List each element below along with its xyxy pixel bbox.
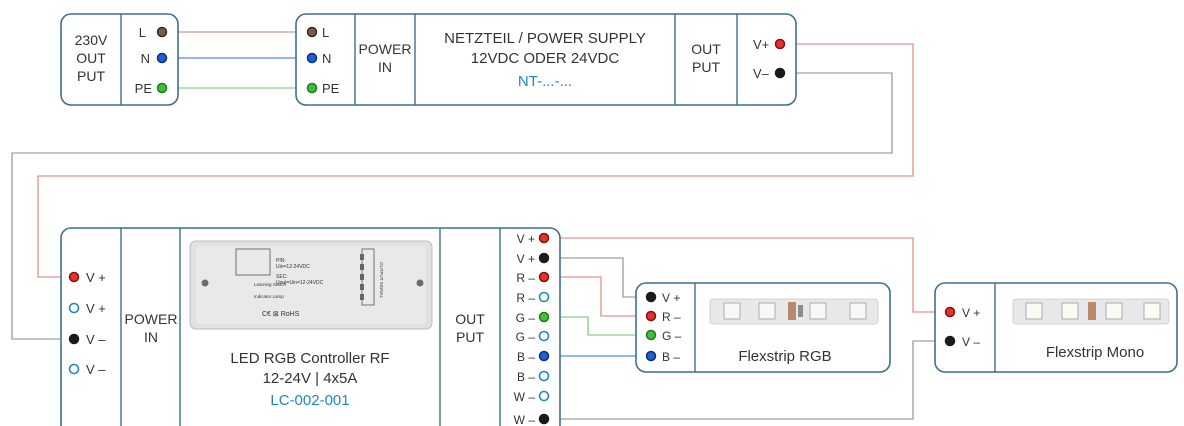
terminal-pe [156, 82, 168, 94]
ctrl-spec: 12-24V | 4x5A [263, 370, 358, 387]
psu-title: NETZTEIL / POWER SUPPLY [444, 30, 646, 47]
psu-out-label: OUT [691, 41, 721, 57]
controller-device-image: PIN: Uin=12-24VDC SEC: Uout=Uin=12-24VDC… [189, 240, 433, 330]
wire-psu-vminus [11, 72, 893, 340]
rgb-strip-label: Flexstrip RGB [738, 348, 831, 365]
terminal-in-vplus-1 [68, 271, 80, 283]
svg-text:OUTPUT SIGNAL: OUTPUT SIGNAL [379, 262, 384, 299]
svg-text:C€ ⊠ RoHS: C€ ⊠ RoHS [262, 311, 300, 318]
mono-strip-image [1012, 298, 1170, 325]
supply-230v-box: 230V OUT PUT L N PE [60, 13, 179, 106]
supply-230v-pin-pe: PE [135, 81, 153, 96]
psu-pin-n: N [322, 51, 331, 66]
ctrl-out-label: OUT [455, 311, 485, 327]
svg-text:Uin=12-24VDC: Uin=12-24VDC [276, 264, 310, 270]
mono-pin-1: V + [962, 306, 980, 320]
ctrl-in-pin-2: V + [86, 301, 106, 316]
psu-pin-pe: PE [322, 81, 340, 96]
terminal-out-vplus-1 [538, 232, 550, 244]
supply-230v-line3: PUT [77, 68, 105, 84]
ctrl-in-label: IN [144, 329, 158, 345]
svg-text:Indicator Lamp: Indicator Lamp [254, 294, 284, 299]
wire-ctrl-vplus-mono [544, 237, 950, 313]
ctrl-out-pin-4: R – [516, 291, 535, 305]
ctrl-title: LED RGB Controller RF [230, 350, 389, 367]
supply-230v-pin-l: L [139, 25, 146, 40]
wire-ctrl-g [544, 316, 651, 336]
ctrl-put-label: PUT [456, 329, 484, 345]
terminal-n [306, 52, 318, 64]
terminal-in-vminus-1 [68, 333, 80, 345]
terminal-vminus [774, 67, 786, 79]
terminal-out-r-2 [538, 291, 550, 303]
ctrl-out-pin-10: W – [514, 413, 536, 426]
mono-strip-label: Flexstrip Mono [1046, 344, 1144, 361]
svg-text:Uout=Uin=12-24VDC: Uout=Uin=12-24VDC [276, 280, 324, 286]
terminal-n [156, 52, 168, 64]
ctrl-in-pin-3: V – [86, 332, 106, 347]
psu-pin-l: L [322, 25, 329, 40]
psu-in-label: IN [378, 59, 392, 75]
wire-psu-vplus [37, 43, 914, 278]
ctrl-out-pin-6: G – [516, 330, 536, 344]
ctrl-out-pin-7: B – [517, 350, 535, 364]
ctrl-model: LC-002-001 [270, 392, 349, 409]
led-controller-box: V + V + V – V – POWER IN PIN: Uin=12-24V… [60, 227, 561, 426]
psu-pin-vplus: V+ [753, 37, 769, 52]
ctrl-out-pin-8: B – [517, 370, 535, 384]
flexstrip-rgb-box: V + R – G – B – Flexstrip RGB [635, 282, 891, 373]
supply-230v-pin-n: N [141, 51, 150, 66]
psu-voltage: 12VDC ODER 24VDC [471, 50, 620, 67]
psu-power-label: POWER [359, 41, 412, 57]
ctrl-out-pin-9: W – [514, 390, 536, 404]
terminal-pe [306, 82, 318, 94]
terminal-rgb-b [645, 350, 657, 362]
rgb-pin-3: G – [662, 329, 682, 343]
rgb-pin-2: R – [662, 310, 681, 324]
ctrl-out-pin-2: V + [517, 252, 535, 266]
terminal-mono-vminus [944, 335, 956, 347]
terminal-mono-vplus [944, 306, 956, 318]
psu-put-label: PUT [692, 59, 720, 75]
wire-ctrl-w-mono [544, 340, 950, 420]
supply-230v-line2: OUT [76, 50, 106, 66]
terminal-rgb-r [645, 310, 657, 322]
terminal-out-g-2 [538, 330, 550, 342]
terminal-in-vminus-2 [68, 363, 80, 375]
wires [11, 31, 950, 420]
terminal-out-b-2 [538, 370, 550, 382]
ctrl-out-pin-1: V + [517, 232, 535, 246]
terminal-out-r-1 [538, 271, 550, 283]
terminal-out-w-2 [538, 413, 550, 425]
mono-pin-2: V – [962, 335, 980, 349]
ctrl-out-pin-3: R – [516, 271, 535, 285]
terminal-vplus [774, 38, 786, 50]
ctrl-in-pin-1: V + [86, 270, 106, 285]
terminal-l [306, 26, 318, 38]
terminal-out-g-1 [538, 311, 550, 323]
terminal-out-b-1 [538, 350, 550, 362]
wire-ctrl-r [544, 276, 651, 317]
rgb-strip-image [709, 298, 879, 325]
psu-pin-vminus: V– [753, 66, 770, 81]
svg-text:Learning Switch: Learning Switch [254, 282, 287, 287]
terminal-in-vplus-2 [68, 302, 80, 314]
ctrl-power-label: POWER [125, 311, 178, 327]
svg-text:PIN:: PIN: [276, 258, 286, 264]
psu-model: NT-...-... [518, 73, 572, 90]
ctrl-out-pin-5: G – [516, 311, 536, 325]
terminal-rgb-g [645, 329, 657, 341]
terminal-out-w-1 [538, 390, 550, 402]
rgb-pin-4: B – [662, 350, 680, 364]
terminal-out-vplus-2 [538, 252, 550, 264]
supply-230v-line1: 230V [75, 32, 108, 48]
flexstrip-mono-box: V + V – Flexstrip Mono [934, 282, 1178, 373]
rgb-pin-1: V + [662, 291, 680, 305]
terminal-rgb-vplus [645, 291, 657, 303]
terminal-l [156, 26, 168, 38]
ctrl-in-pin-4: V – [86, 362, 106, 377]
svg-text:SEC:: SEC: [276, 274, 288, 280]
power-supply-box: L N PE POWER IN NETZTEIL / POWER SUPPLY … [295, 13, 797, 106]
